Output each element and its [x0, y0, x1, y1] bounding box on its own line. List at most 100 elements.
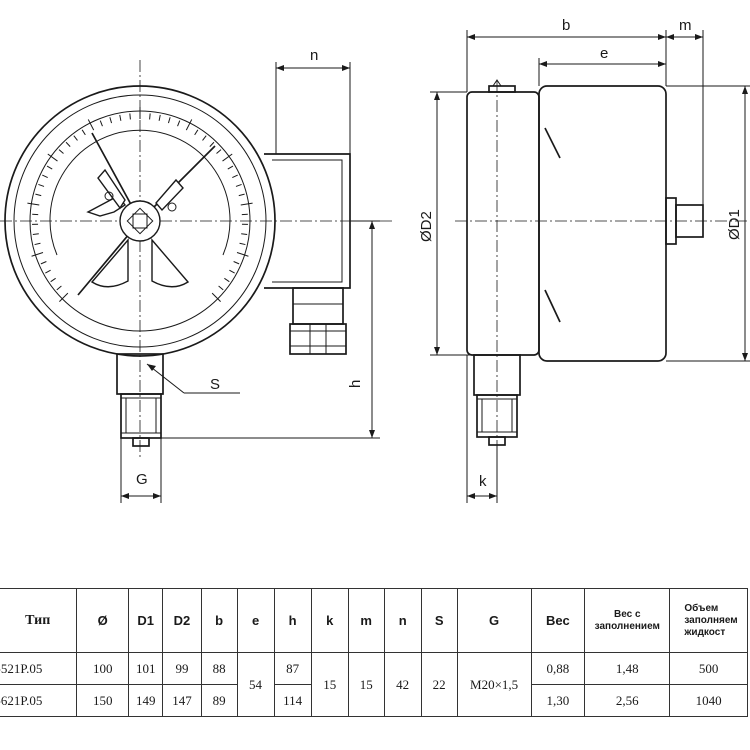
dim-h-label: h — [347, 380, 364, 388]
scale-tick — [99, 120, 103, 127]
scale-tick — [47, 153, 58, 162]
scale-tick — [222, 153, 233, 162]
table-row: M-621P.05 150 149 147 89 114 1,30 2,56 1… — [0, 684, 748, 717]
scale-tick — [211, 292, 221, 302]
cell-b: 88 — [200, 652, 238, 685]
dim-g-label: G — [136, 471, 148, 488]
cell-s: 22 — [420, 652, 458, 717]
dim-d2-label: ØD2 — [418, 211, 435, 242]
scale-tick — [27, 202, 40, 206]
scale-tick — [35, 193, 42, 197]
scale-tick — [240, 202, 253, 206]
col-header-d2: D2 — [162, 588, 202, 653]
scale-tick — [119, 114, 122, 121]
dim-d1-label: ØD1 — [726, 209, 743, 240]
cell-volume: 1040 — [669, 684, 748, 717]
side-view: b m e ØD2 ØD1 k — [418, 17, 750, 503]
scale-tick — [224, 277, 230, 283]
cell-d2: 147 — [162, 684, 202, 717]
cell-k: 15 — [310, 652, 349, 717]
scale-tick — [81, 129, 86, 136]
cell-weight: 1,30 — [530, 684, 586, 717]
scale-tick — [241, 233, 248, 236]
scale-tick — [50, 277, 56, 283]
scale-tick — [185, 119, 193, 131]
cell-weight: 0,88 — [530, 652, 586, 685]
scale-tick — [202, 135, 207, 141]
col-header-m: m — [347, 588, 385, 653]
cell-type: M-521P.05 — [0, 652, 78, 685]
scale-tick — [46, 165, 53, 170]
scale-tick — [59, 292, 69, 302]
col-header-type: Тип — [0, 588, 78, 653]
cell-g: M20×1,5 — [456, 652, 532, 717]
scale-tick — [218, 285, 224, 291]
cell-diameter: 100 — [76, 652, 130, 685]
scale-tick — [229, 269, 235, 274]
cell-weight-filled: 2,56 — [584, 684, 671, 717]
dial-scale — [27, 107, 253, 302]
cell-n: 42 — [383, 652, 422, 717]
col-header-d1: D1 — [128, 588, 164, 653]
scale-tick — [232, 174, 238, 179]
col-header-h: h — [273, 588, 312, 653]
scale-tick — [177, 120, 181, 127]
col-header-k: k — [310, 588, 349, 653]
dim-n-label: n — [310, 47, 318, 64]
col-header-e: e — [236, 588, 275, 653]
cell-volume: 500 — [669, 652, 748, 685]
col-header-weight-filled: Вес с заполнением — [584, 588, 671, 653]
dim-m-label: m — [679, 17, 692, 34]
col-header-n: n — [383, 588, 422, 653]
cell-m: 15 — [347, 652, 385, 717]
scale-tick — [56, 285, 62, 291]
scale-tick — [194, 129, 199, 136]
scale-tick — [42, 174, 48, 179]
scale-tick — [34, 242, 41, 246]
cell-h: 87 — [273, 652, 312, 685]
technical-drawing: n h S G — [0, 17, 750, 503]
scale-tick — [167, 117, 171, 124]
scale-tick — [239, 242, 246, 246]
cell-d1: 149 — [128, 684, 164, 717]
dim-e-label: e — [600, 45, 608, 62]
col-header-s: S — [420, 588, 458, 653]
scale-tick — [87, 119, 95, 131]
cell-diameter: 150 — [76, 684, 130, 717]
scale-tick — [233, 261, 240, 265]
table-row: M-521P.05 100 101 99 88 54 87 15 15 42 2… — [0, 652, 748, 717]
scale-tick — [40, 261, 47, 265]
scale-tick — [149, 113, 151, 120]
scale-tick — [32, 233, 39, 236]
cell-type: M-621P.05 — [0, 684, 78, 717]
front-view: n h S G — [0, 47, 395, 503]
cell-h: 114 — [273, 684, 312, 717]
col-header-b: b — [200, 588, 238, 653]
scale-tick — [45, 269, 51, 274]
cell-e: 54 — [236, 652, 275, 717]
scale-tick — [129, 113, 131, 120]
scale-tick — [209, 141, 215, 147]
scale-tick — [216, 149, 222, 154]
col-header-diameter: Ø — [76, 588, 130, 653]
scale-tick — [238, 193, 245, 197]
dim-s-label: S — [210, 376, 220, 393]
cell-weight-filled: 1,48 — [584, 652, 671, 685]
spec-table: Тип Ø D1 D2 b e h k m n S G Вес Вес с за… — [0, 588, 748, 717]
cell-d2: 99 — [162, 652, 202, 685]
scale-tick — [236, 252, 249, 257]
scale-tick — [31, 252, 44, 257]
col-header-weight: Вес — [530, 588, 586, 653]
col-header-volume: Объем заполняем жидкост — [669, 588, 748, 653]
dim-k-label: k — [479, 473, 487, 490]
scale-tick — [73, 135, 78, 141]
scale-tick — [109, 117, 113, 124]
dim-b-label: b — [562, 17, 570, 34]
cell-b: 89 — [200, 684, 238, 717]
scale-tick — [58, 149, 64, 154]
scale-tick — [38, 183, 45, 187]
col-header-g: G — [456, 588, 532, 653]
scale-tick — [227, 165, 234, 170]
scale-tick — [65, 141, 71, 147]
cell-d1: 101 — [128, 652, 164, 685]
